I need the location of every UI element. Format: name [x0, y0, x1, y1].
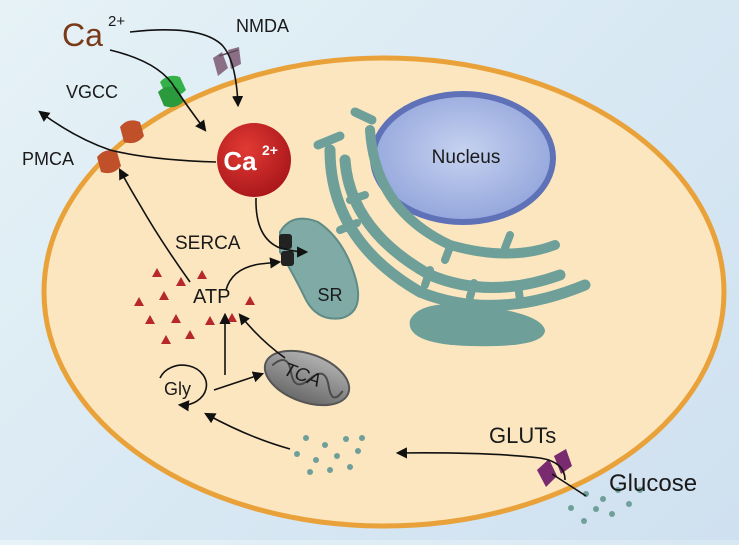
cell-membrane — [41, 55, 727, 529]
sr-label: SR — [317, 285, 342, 305]
arrow-atp-to-pmca — [118, 168, 191, 283]
gly-label: Gly — [164, 379, 191, 399]
ca-ion-charge: 2+ — [108, 13, 125, 30]
atp-label: ATP — [193, 286, 230, 308]
ca-cytosol-charge: 2+ — [262, 142, 278, 158]
arrow-ca-to-serca — [255, 197, 309, 258]
arrow-glucose-to-gly — [204, 412, 291, 450]
gly-cycle — [159, 364, 208, 412]
vgcc-label: VGCC — [66, 82, 118, 102]
nmda-channel — [213, 47, 241, 76]
ca-ion-label: Ca — [62, 17, 103, 53]
nmda-label: NMDA — [236, 16, 289, 36]
er-lobe — [409, 304, 545, 347]
pmca-label: PMCA — [22, 149, 74, 169]
gluts-label: GLUTs — [489, 423, 556, 448]
arrow-nmda-influx — [129, 29, 244, 108]
vgcc-channel — [158, 75, 186, 108]
sr-organelle — [279, 217, 360, 320]
glucose-dots-cytosol — [294, 435, 365, 475]
arrow-gly-to-tca — [213, 371, 265, 391]
serca-pump — [279, 234, 294, 266]
pmca-pump — [97, 120, 144, 174]
serca-label: SERCA — [175, 233, 241, 254]
mitochondrion — [263, 349, 351, 407]
gluts-channel — [537, 449, 572, 487]
ca-cytosol-circle — [217, 123, 291, 197]
ca-cytosol-label: Ca — [223, 146, 257, 176]
pathway-arrows — [38, 29, 587, 497]
glucose-dots-extracellular — [568, 487, 643, 524]
glucose-label: Glucose — [609, 470, 697, 497]
arrow-tca-to-atp — [238, 313, 286, 359]
nucleus-label: Nucleus — [432, 147, 501, 168]
arrow-gluts-influx — [395, 447, 566, 481]
arrow-atp-to-serca — [225, 257, 282, 291]
arrow-gluts-tail — [551, 473, 587, 497]
arrow-vgcc-influx — [109, 49, 207, 132]
er-stack — [313, 107, 591, 311]
arrow-pmca-efflux — [38, 110, 217, 163]
atp-triangle-molecules — [134, 268, 255, 344]
